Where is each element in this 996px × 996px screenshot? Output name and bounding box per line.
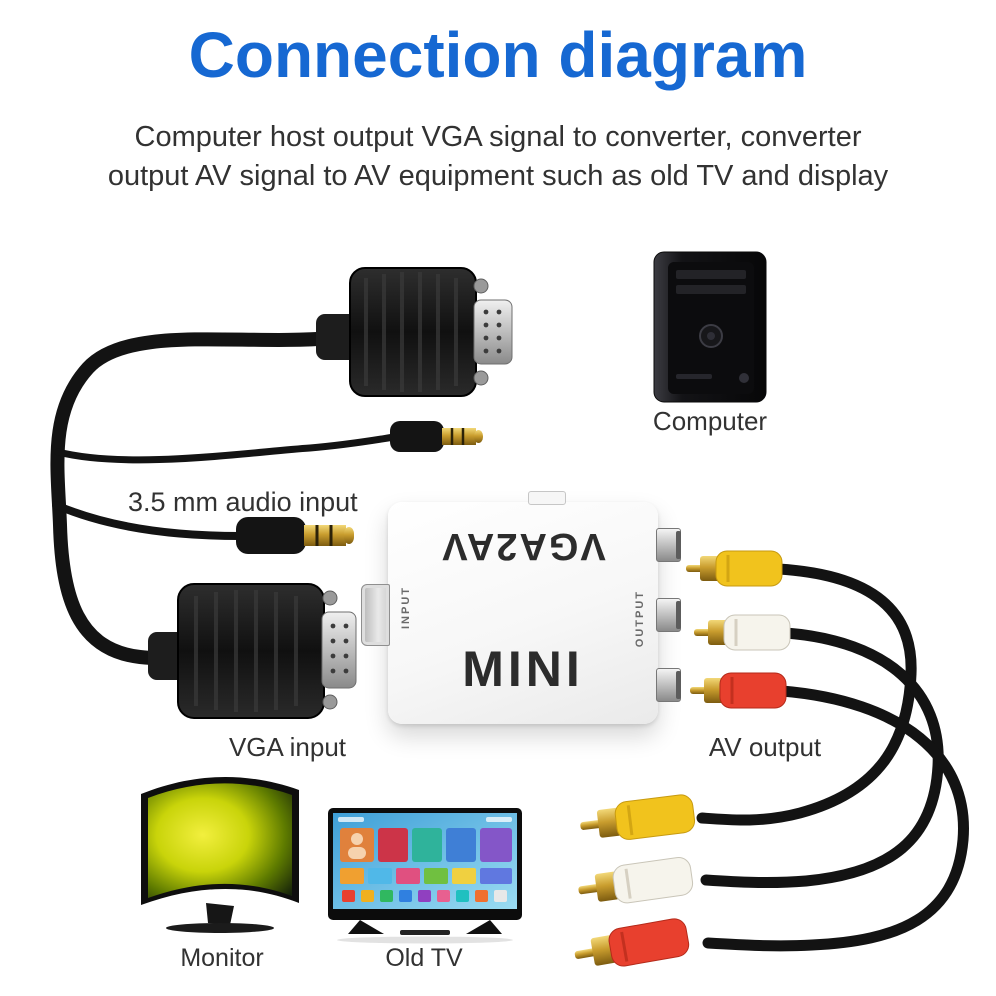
audio-input-label: 3.5 mm audio input	[128, 487, 358, 517]
vga2av-converter-box-icon: VGA2AV MINI INPUT OUTPUT	[361, 491, 681, 724]
converter-switch	[528, 491, 566, 505]
vga-connector-top	[316, 267, 513, 397]
vga-input-label: VGA input	[228, 732, 347, 762]
audio-plug-middle	[236, 517, 354, 554]
rca-jack-video-icon	[656, 528, 681, 562]
rca-cable-yellow	[696, 563, 917, 826]
vga-female-port-icon	[361, 584, 390, 646]
page-title: Connection diagram	[188, 19, 808, 91]
audio-cable-middle	[52, 501, 244, 540]
subtitle-line-2: output AV signal to AV equipment such as…	[107, 160, 889, 192]
rca-jack-audio-right-icon	[656, 668, 681, 702]
audio-plug-top	[390, 421, 483, 452]
old-tv-label: Old TV	[385, 944, 463, 972]
converter-model-text: VGA2AV	[440, 525, 606, 567]
vga-cable	[50, 331, 339, 666]
rca-plug-red-bottom	[574, 918, 690, 967]
av-output-label: AV output	[708, 732, 822, 762]
rca-plug-yellow	[686, 550, 783, 587]
converter-input-label: INPUT	[400, 586, 412, 629]
converter-brand-text: MINI	[462, 641, 584, 697]
computer-tower-icon	[653, 251, 767, 403]
rca-cable-white	[700, 627, 944, 889]
rca-plug-white	[694, 614, 791, 651]
rca-plug-white-bottom	[578, 857, 694, 904]
converter-output-label: OUTPUT	[634, 590, 646, 648]
smart-tv-icon	[328, 808, 522, 944]
computer-label: Computer	[652, 406, 768, 436]
page-subtitle: Computer host output VGA signal to conve…	[0, 118, 996, 196]
monitor-label: Monitor	[180, 944, 264, 972]
rca-jack-audio-left-icon	[656, 598, 681, 632]
rca-cable-red	[702, 685, 969, 952]
rca-plug-red	[690, 672, 787, 709]
rca-plug-yellow-bottom	[580, 794, 696, 840]
subtitle-line-1: Computer host output VGA signal to conve…	[134, 121, 862, 153]
curved-monitor-icon	[141, 776, 299, 933]
vga-input-connector	[148, 583, 357, 719]
audio-cable-top	[54, 433, 398, 464]
